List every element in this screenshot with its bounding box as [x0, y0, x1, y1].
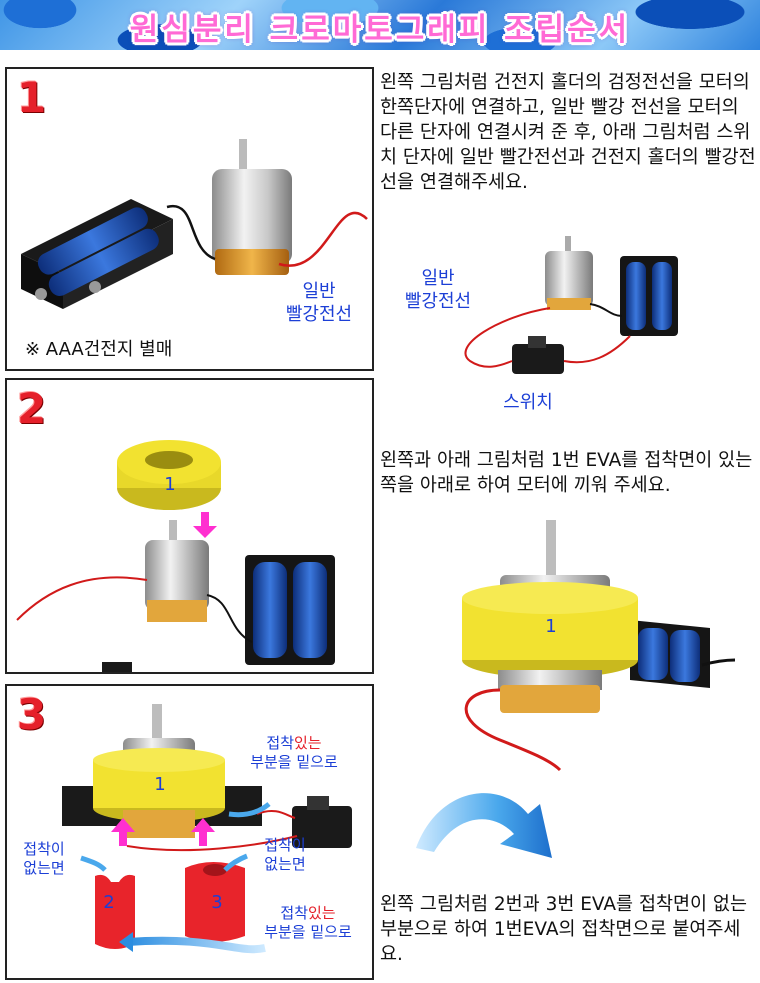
step-2-illustration	[16, 440, 335, 672]
switch-label: 스위치	[503, 392, 553, 413]
eva-piece-2-label: 2	[103, 892, 115, 913]
step-2-side-illustration	[462, 520, 736, 772]
step-1-number: 1	[17, 73, 47, 122]
curved-arrow-icon	[416, 793, 552, 858]
callout-no-adhesive-right: 접착이 없는면	[264, 836, 306, 873]
step-3-illustration	[62, 704, 352, 954]
eva-piece-2	[95, 874, 135, 949]
step-1-panel: 1	[5, 67, 374, 371]
step-1-wire-label: 일반 빨강전선	[285, 281, 353, 325]
battery-holder	[21, 199, 173, 309]
step-2-side-ring-label: 1	[545, 616, 557, 637]
step-1-illustration	[21, 139, 368, 309]
step-3-ring-label: 1	[154, 774, 166, 795]
callout-no-adhesive-left: 접착이 없는면	[23, 840, 65, 877]
step-3-number: 3	[17, 690, 47, 739]
step-1-instruction: 왼쪽 그림처럼 건전지 홀더의 검정전선을 모터의 한쪽단자에 연결하고, 일반…	[380, 72, 756, 193]
step-2-ring-label: 1	[164, 474, 176, 495]
motor	[212, 139, 292, 275]
callout-adhesive-top: 접착있는 부분을 밑으로	[250, 734, 338, 771]
step-2-instruction: 왼쪽과 아래 그림처럼 1번 EVA를 접착면이 있는 쪽을 아래로 하여 모터…	[380, 450, 753, 496]
step-2-number: 2	[17, 384, 47, 433]
battery-note: ※ AAA건전지 별매	[25, 339, 173, 360]
step-1-side-illustration	[464, 236, 678, 374]
page-title: 원심분리 크로마토그래피 조립순서	[129, 12, 631, 48]
step-2-panel: 2 1	[5, 378, 374, 674]
step-3-panel: 3	[5, 684, 374, 980]
eva-piece-3-label: 3	[211, 892, 223, 913]
eva-piece-3	[185, 862, 245, 942]
step-1-side-wire-label: 일반 빨강전선	[404, 268, 472, 312]
header-banner: 원심분리 크로마토그래피 조립순서	[0, 0, 760, 50]
eva-ring-1	[117, 440, 221, 510]
step-3-instruction: 왼쪽 그림처럼 2번과 3번 EVA를 접착면이 없는 부분으로 하여 1번EV…	[380, 894, 747, 965]
callout-adhesive-bottom: 접착있는 부분을 밑으로	[264, 904, 352, 941]
